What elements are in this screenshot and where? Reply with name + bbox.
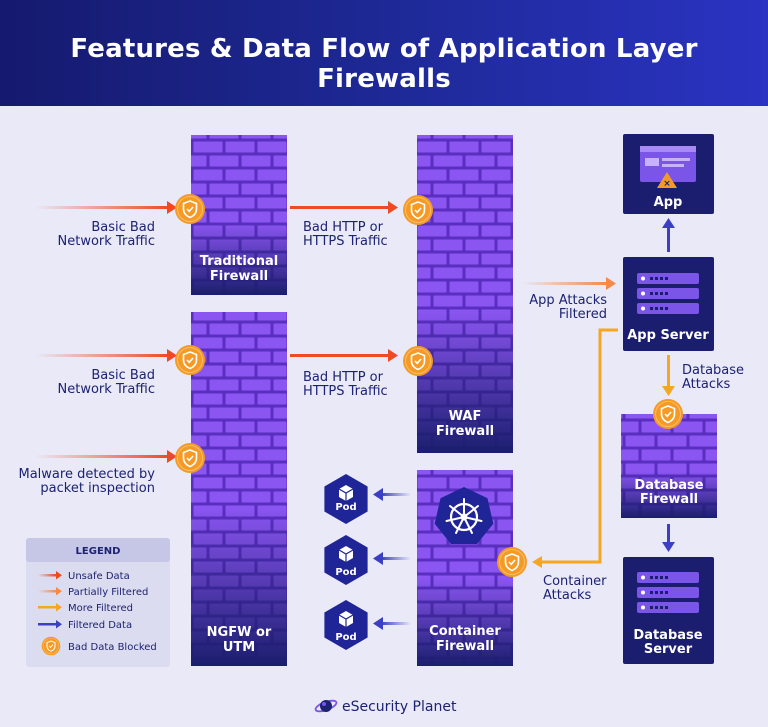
ngfw-label-line2: UTM [223, 640, 255, 655]
basic-traffic-1-line2: Network Traffic [58, 234, 155, 249]
legend-title: LEGEND [76, 546, 121, 557]
arrow-to-pod-1 [373, 488, 411, 501]
container-firewall-label-line2: Firewall [436, 639, 494, 654]
blocked-shield-icon [402, 194, 434, 226]
brand-name: eSecurity Planet [342, 699, 457, 715]
waf-label-line1: WAF [449, 409, 482, 424]
arrow-basic-traffic-1 [35, 201, 177, 214]
malware-line1: Malware detected by [19, 467, 156, 482]
app-attacks-line1: App Attacks [529, 293, 607, 308]
container-firewall: Container Firewall [417, 470, 513, 666]
app-window-icon: × [640, 146, 696, 189]
http-traffic-1-line2: HTTPS Traffic [303, 234, 388, 249]
container-attacks-line1: Container [543, 574, 607, 589]
database-firewall-label-line2: Firewall [640, 492, 698, 507]
database-firewall-label-line1: Database [634, 478, 703, 493]
traditional-firewall: Traditional Firewall [191, 135, 287, 295]
pod-label: Pod [335, 567, 356, 578]
app-node: × App [623, 134, 714, 214]
legend-filtered-data: Filtered Data [38, 620, 132, 631]
pod-1: Pod [323, 473, 369, 525]
arrow-http-traffic-2 [290, 349, 398, 362]
legend-more-filtered: More Filtered [38, 603, 133, 614]
malware-line2: packet inspection [40, 481, 155, 496]
header-banner: Features & Data Flow of Application Laye… [0, 0, 768, 106]
traditional-firewall-label-line2: Firewall [210, 269, 268, 284]
app-server-label: App Server [627, 328, 709, 343]
pod-icon [323, 473, 369, 525]
container-firewall-label-line1: Container [429, 624, 501, 639]
legend-blocked-label: Bad Data Blocked [68, 642, 157, 653]
app-server-node: App Server [623, 257, 714, 351]
arrow-to-pod-3 [373, 617, 411, 630]
arrow-container-attacks [532, 328, 618, 568]
arrow-app-attacks [522, 277, 616, 290]
pod-label: Pod [335, 632, 356, 643]
arrow-to-database-server [662, 524, 675, 552]
database-server-label-line1: Database [633, 628, 702, 643]
brand-logo: eSecurity Planet [314, 699, 457, 715]
legend-unsafe-label: Unsafe Data [68, 571, 130, 582]
legend-bad-data-blocked: Bad Data Blocked [41, 636, 157, 656]
blocked-shield-icon [402, 345, 434, 377]
server-icon [637, 273, 699, 314]
waf-label-line2: Firewall [436, 424, 494, 439]
db-attacks-line2: Attacks [682, 377, 731, 392]
arrow-malware [35, 450, 177, 463]
pod-2: Pod [323, 534, 369, 586]
arrow-to-pod-2 [373, 552, 411, 565]
http-traffic-1-line1: Bad HTTP or [303, 220, 384, 235]
basic-traffic-1-line1: Basic Bad [91, 220, 155, 235]
basic-traffic-2-line2: Network Traffic [58, 382, 155, 397]
legend: LEGEND Unsafe Data Partially Filtered Mo… [26, 538, 170, 667]
traditional-firewall-label-line1: Traditional [200, 254, 278, 269]
legend-more-label: More Filtered [68, 603, 133, 614]
page-title: Features & Data Flow of Application Laye… [70, 34, 698, 94]
blocked-shield-icon [174, 344, 206, 376]
planet-icon [314, 699, 338, 713]
legend-partially-filtered: Partially Filtered [38, 587, 148, 598]
arrow-http-traffic-1 [290, 201, 398, 214]
legend-unsafe-data: Unsafe Data [38, 571, 130, 582]
svg-text:×: × [663, 179, 671, 189]
legend-partial-label: Partially Filtered [68, 587, 148, 598]
blocked-shield-icon [496, 546, 528, 578]
arrow-to-app [662, 218, 675, 252]
waf-firewall: WAF Firewall [417, 135, 513, 453]
arrow-database-attacks [662, 355, 675, 396]
database-server-icon [637, 572, 699, 613]
kubernetes-icon [434, 487, 494, 544]
ngfw-utm-firewall: NGFW or UTM [191, 312, 287, 666]
app-label: App [654, 195, 683, 210]
database-server-label-line2: Server [644, 642, 693, 657]
db-attacks-line1: Database [682, 363, 744, 378]
http-traffic-2-line1: Bad HTTP or [303, 370, 384, 385]
database-firewall: Database Firewall [621, 414, 717, 518]
container-attacks-line2: Attacks [543, 588, 592, 603]
app-attacks-line2: Filtered [559, 307, 607, 322]
basic-traffic-2-line1: Basic Bad [91, 368, 155, 383]
legend-filtered-label: Filtered Data [68, 620, 132, 631]
pod-label: Pod [335, 502, 356, 513]
blocked-shield-icon [174, 442, 206, 474]
arrow-basic-traffic-2 [35, 349, 177, 362]
http-traffic-2-line2: HTTPS Traffic [303, 384, 388, 399]
blocked-shield-icon [174, 193, 206, 225]
database-server-node: Database Server [623, 557, 714, 664]
blocked-shield-icon [652, 398, 684, 430]
pod-3: Pod [323, 599, 369, 651]
legend-shield-icon [41, 636, 61, 656]
ngfw-label-line1: NGFW or [207, 625, 272, 640]
